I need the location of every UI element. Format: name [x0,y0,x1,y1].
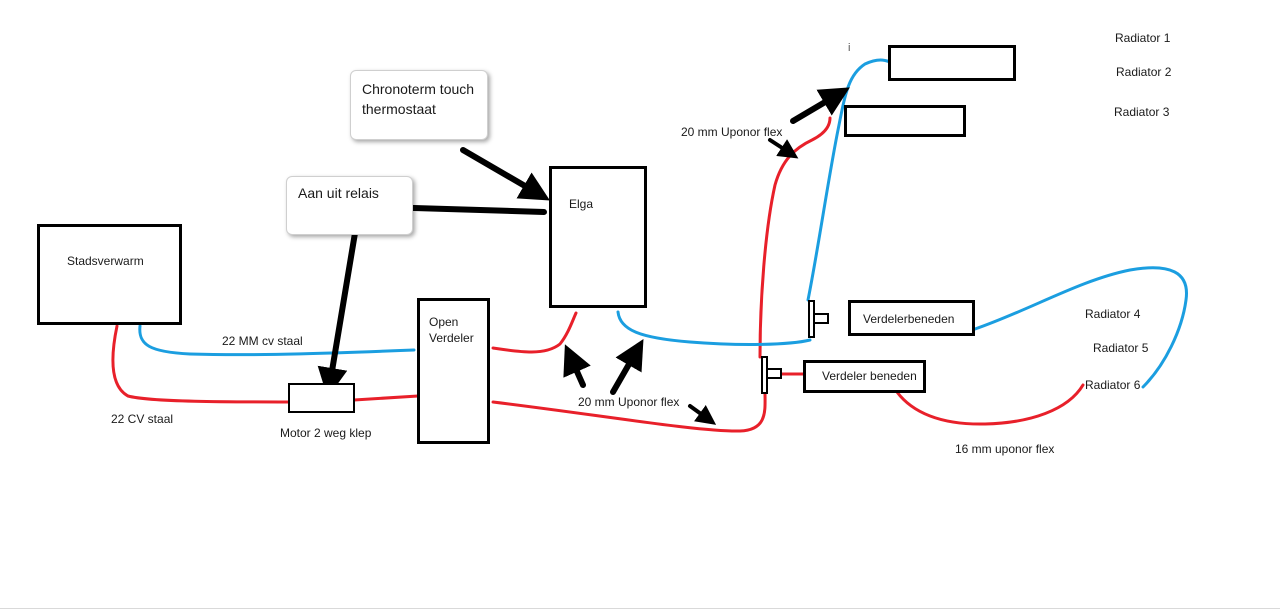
thermostat-callout: Chronoterm touch thermostaat [350,70,488,140]
arrow-uponor-to-elga-pipe [610,338,644,395]
upper-manifold-stub [813,313,829,324]
verdeler-beneden-box [803,360,926,393]
red-pipe-verdeler-to-lower-manifold [491,390,767,433]
red-pipe-verdeler-to-elga [491,311,578,354]
pipe-label-uponor-16: 16 mm uponor flex [955,442,1055,456]
thermostat-label-1: Chronoterm touch [362,81,475,97]
verdeler-beneden-label: Verdeler beneden [822,369,917,383]
radiator-label-1: Radiator 1 [1115,31,1171,45]
radiator-label-4: Radiator 4 [1085,307,1141,321]
red-pipe-motor-to-verdeler [352,394,420,402]
thermostat-label-2: thermostaat [362,101,436,117]
arrow-small-uponor-bottom [688,404,717,425]
verdeler-boven-label: Verdelerbeneden [863,312,955,326]
pipe-label-uponor-20-bottom: 20 mm Uponor flex [578,395,680,409]
pipe-label-22-cv-staal: 22 CV staal [111,412,174,426]
radiator-3-box [844,105,966,137]
radiator-label-2: Radiator 2 [1116,65,1172,79]
elga-box [549,166,647,308]
arrow-relais-to-motor [317,218,360,398]
radiator-label-3: Radiator 3 [1114,105,1170,119]
verdeler-boven-box [848,300,975,336]
relais-callout: Aan uit relais [286,176,413,235]
blue-pipe-elga-to-upper-manifold [616,310,812,346]
radiator-label-6: Radiator 6 [1085,378,1141,392]
arrow-to-radiator-riser [790,87,850,124]
relais-label: Aan uit relais [298,185,379,201]
blue-pipe-stadsverwarm-to-verdeler [138,324,416,357]
stadsverwarm-box [37,224,182,325]
arrow-uponor-to-verdeler-pipe [563,344,591,388]
open-verdeler-box [417,298,490,444]
motor-klep-label: Motor 2 weg klep [280,426,372,440]
stray-mark: i [848,42,851,54]
radiator-label-5: Radiator 5 [1093,341,1149,355]
radiator-1-box [888,45,1016,81]
blue-pipe-riser-to-radiator1 [806,58,892,302]
motor-klep-box [288,383,355,413]
elga-label: Elga [569,197,594,211]
arrow-small-uponor-top [768,138,799,159]
pipe-label-22mm-cv-staal: 22 MM cv staal [222,334,303,348]
red-pipe-stadsverwarm-to-motor [111,324,292,404]
pipe-label-uponor-20-top: 20 mm Uponor flex [681,125,783,139]
lower-manifold-stub [766,368,782,379]
red-pipe-to-radiator6 [895,383,1085,426]
open-verdeler-label-2: Verdeler [429,331,474,345]
bottom-divider [0,608,1280,609]
red-pipe-riser-to-radiator3 [758,116,832,359]
open-verdeler-label-1: Open [429,315,459,329]
arrow-thermostat-to-elga [460,147,550,201]
blue-pipe-to-radiator4-6 [973,266,1188,389]
stadsverwarm-label: Stadsverwarm [67,254,144,268]
